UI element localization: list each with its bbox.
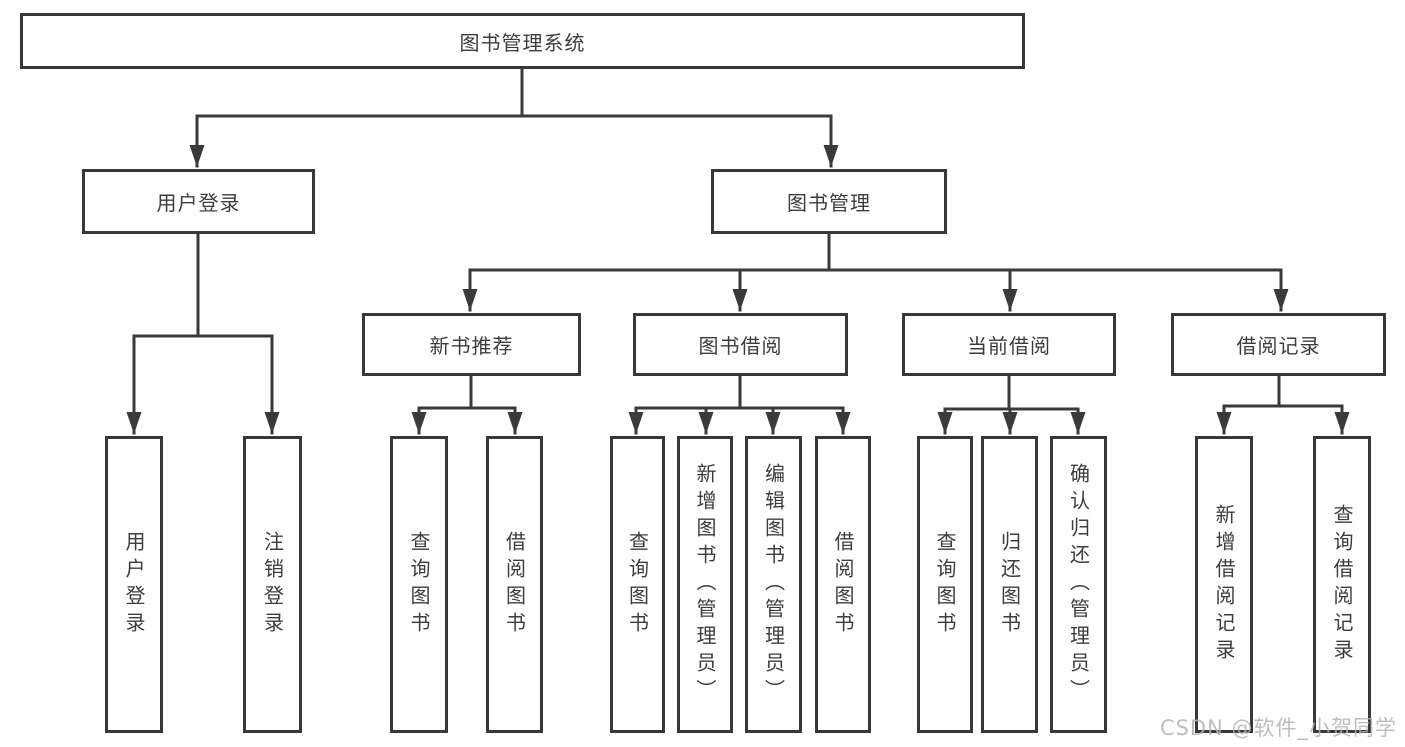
leaf-borrow-books-2: 借阅图书: [815, 436, 871, 733]
node-label: 图书管理系统: [459, 30, 586, 55]
leaf-add-book-admin: 新增图书（管理员）: [677, 436, 733, 733]
leaf-edit-book-admin: 编辑图书（管理员）: [745, 436, 802, 733]
node-label: 编辑图书（管理员）: [761, 463, 786, 706]
node-user-login: 用户登录: [82, 169, 315, 234]
leaf-return-books: 归还图书: [981, 436, 1038, 733]
leaf-query-books-3: 查询图书: [917, 436, 973, 733]
leaf-query-books: 查询图书: [390, 436, 448, 733]
node-new-book-recommend: 新书推荐: [362, 313, 581, 376]
leaf-add-borrow-record: 新增借阅记录: [1195, 436, 1253, 733]
leaf-logout: 注销登录: [243, 436, 302, 733]
node-current-borrow: 当前借阅: [902, 313, 1116, 376]
node-label: 图书管理: [787, 191, 871, 215]
node-label: 新增图书（管理员）: [693, 463, 717, 706]
node-label: 归还图书: [997, 530, 1022, 639]
node-label: 确认归还（管理员）: [1066, 463, 1091, 706]
leaf-borrow-books: 借阅图书: [486, 436, 543, 733]
node-book-borrow: 图书借阅: [633, 313, 848, 376]
leaf-query-books-2: 查询图书: [610, 436, 665, 733]
node-label: 当前借阅: [967, 334, 1051, 358]
node-book-management: 图书管理: [711, 169, 947, 234]
node-label: 查询借阅记录: [1330, 503, 1354, 666]
leaf-user-login: 用户登录: [105, 436, 163, 733]
node-label: 用户登录: [156, 191, 241, 215]
node-label: 借阅图书: [831, 530, 855, 639]
node-label: 借阅图书: [502, 530, 527, 639]
node-label: 查询图书: [407, 530, 431, 639]
node-label: 查询图书: [625, 530, 650, 639]
node-borrow-records: 借阅记录: [1171, 313, 1386, 376]
node-label: 注销登录: [260, 530, 285, 639]
node-label: 图书借阅: [698, 334, 783, 358]
node-label: 借阅记录: [1236, 334, 1321, 358]
leaf-confirm-return-admin: 确认归还（管理员）: [1050, 436, 1107, 733]
node-label: 新书推荐: [429, 334, 514, 358]
node-label: 用户登录: [122, 530, 146, 639]
leaf-query-borrow-record: 查询借阅记录: [1313, 436, 1371, 733]
node-label: 新增借阅记录: [1212, 503, 1236, 666]
node-library-management-system: 图书管理系统: [20, 13, 1025, 69]
csdn-watermark: CSDN @软件_小贺同学: [1159, 716, 1397, 740]
node-label: 查询图书: [933, 530, 957, 639]
